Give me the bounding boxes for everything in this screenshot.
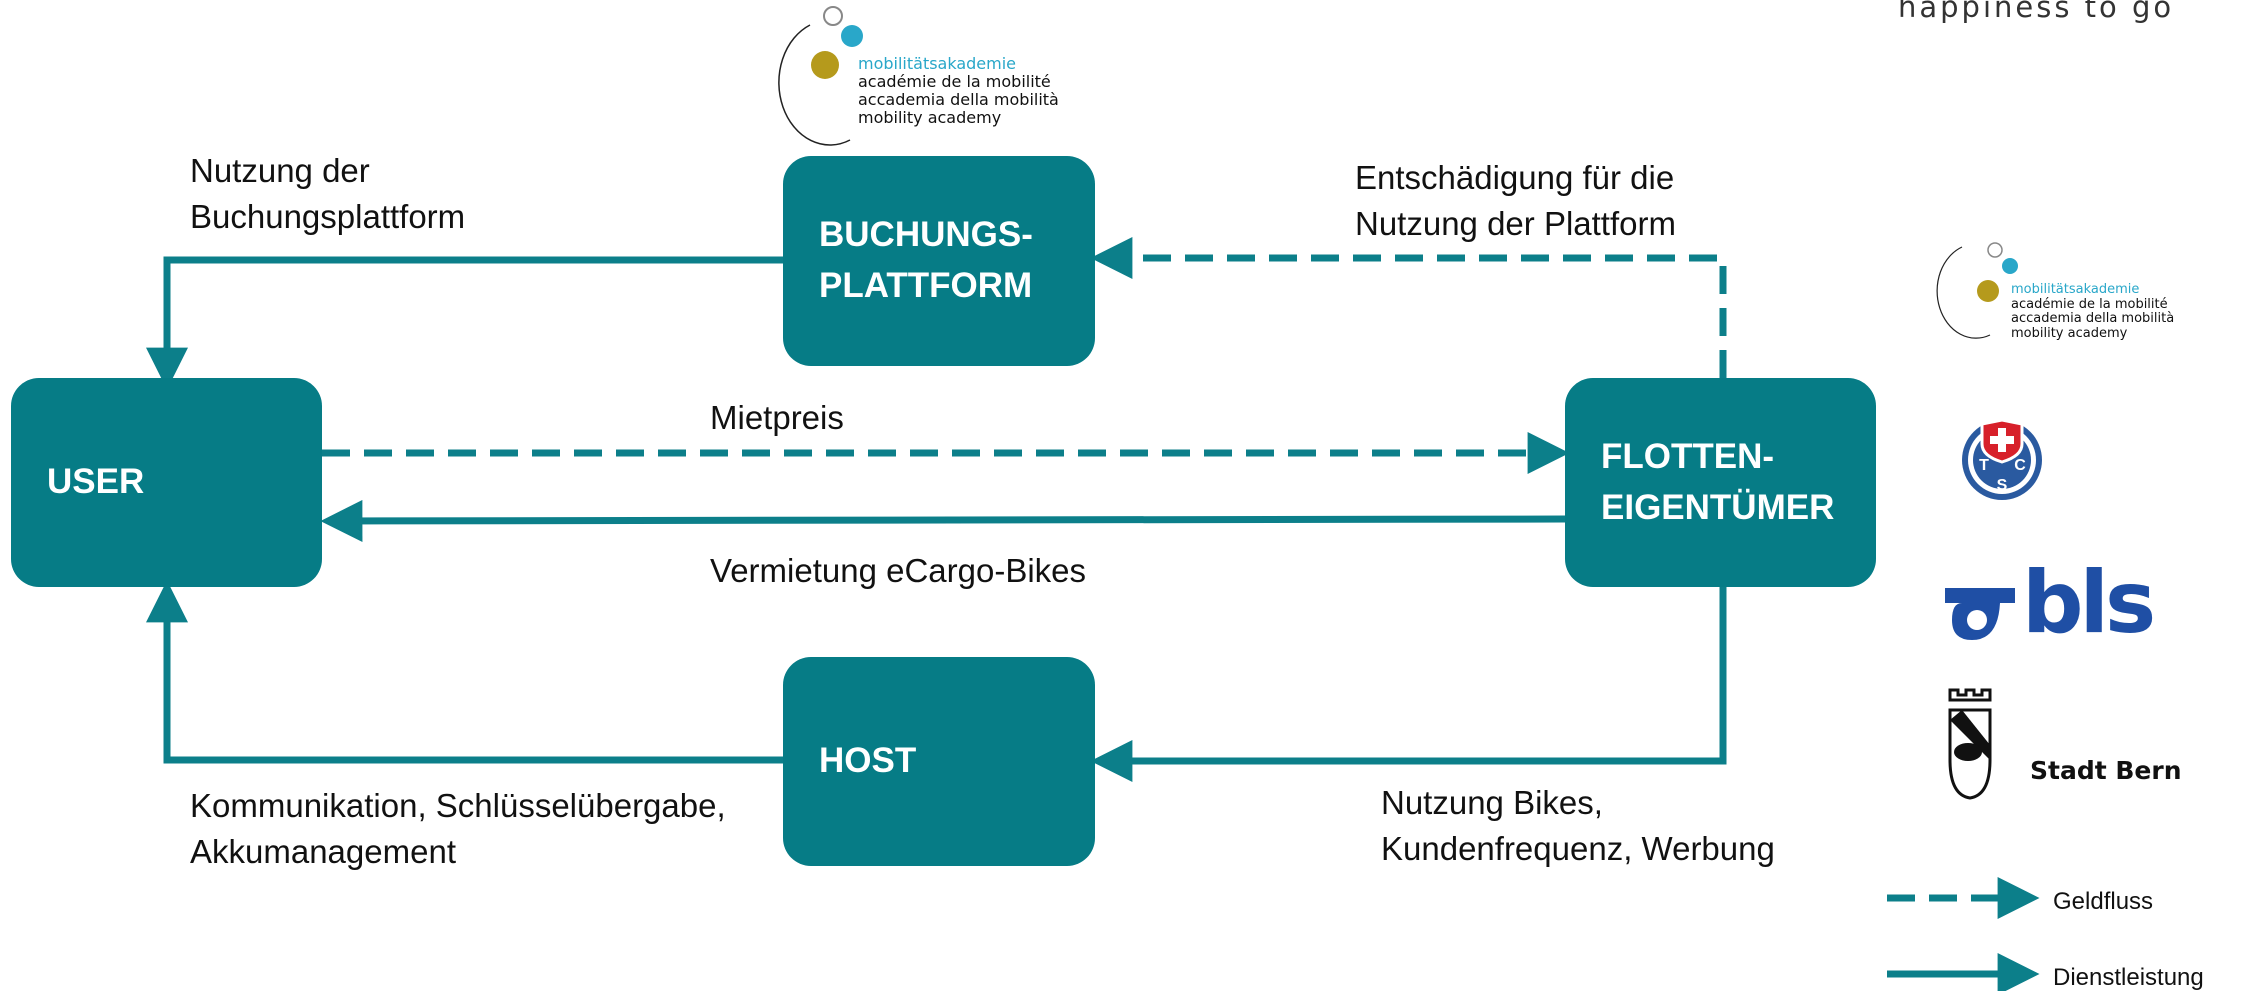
arrow-buchungsplattform-to-user <box>146 256 783 390</box>
academy-logo-mark-top <box>778 6 863 146</box>
academy-logo-top: mobilitätsakademie académie de la mobili… <box>858 55 1059 127</box>
tcs-emblem-letter: C <box>2014 457 2026 474</box>
bern-coat-of-arms <box>1948 688 1992 800</box>
legend-geldfluss: Geldfluss <box>2053 888 2154 915</box>
label-kommunikation: Kommunikation, Schlüsselübergabe, Akkuma… <box>190 787 726 871</box>
academy-side-line-3: accademia della mobilità <box>2011 311 2175 327</box>
node-host: HOST <box>783 657 1095 866</box>
tcs-emblem-letter: T <box>1979 457 1989 474</box>
academy-logo-side: mobilitätsakademie académie de la mobili… <box>2011 282 2175 341</box>
tcs-emblem-letter: S <box>1997 477 2008 494</box>
academy-side-line-2: académie de la mobilité <box>2011 296 2168 312</box>
academy-logo-mark-side <box>1936 242 2018 339</box>
arrow-flotten-to-host <box>1090 586 1727 782</box>
tagline: happiness to go <box>1898 0 2175 24</box>
label-nutzung-bikes: Nutzung Bikes, Kundenfrequenz, Werbung <box>1381 784 1775 868</box>
academy-line-1: mobilitätsakademie <box>858 54 1017 73</box>
arrow-flotten-to-user <box>320 499 1566 542</box>
label-vermietung: Vermietung eCargo-Bikes <box>710 552 1087 589</box>
academy-line-3: accademia della mobilità <box>858 89 1059 109</box>
academy-side-line-4: mobility academy <box>2011 325 2128 341</box>
bls-logo-text: bls <box>2022 553 2156 653</box>
legend-dienstleistung: Dienstleistung <box>2053 964 2204 991</box>
label-mietpreis: Mietpreis <box>710 399 844 436</box>
node-user: USER <box>11 378 322 587</box>
tcs-emblem <box>1962 418 2042 500</box>
bern-logo-text: Stadt Bern <box>2030 756 2182 785</box>
arrow-flotten-to-buchungsplattform <box>1090 237 1727 378</box>
label-nutzung-buchungsplattform: Nutzung der Buchungsplattform <box>190 152 466 236</box>
academy-side-line-1: mobilitätsakademie <box>2011 282 2140 297</box>
arrow-host-to-user <box>146 580 783 764</box>
label-entschaedigung: Entschädigung für die Nutzung der Plattf… <box>1355 159 1676 243</box>
bls-mark <box>1945 588 2015 640</box>
node-flotten-eigentuemer: FLOTTEN- EIGENTÜMER <box>1565 378 1876 587</box>
node-buchungsplattform: BUCHUNGS- PLATTFORM <box>783 156 1095 366</box>
academy-line-2: académie de la mobilité <box>858 71 1051 91</box>
academy-line-4: mobility academy <box>858 107 1002 127</box>
